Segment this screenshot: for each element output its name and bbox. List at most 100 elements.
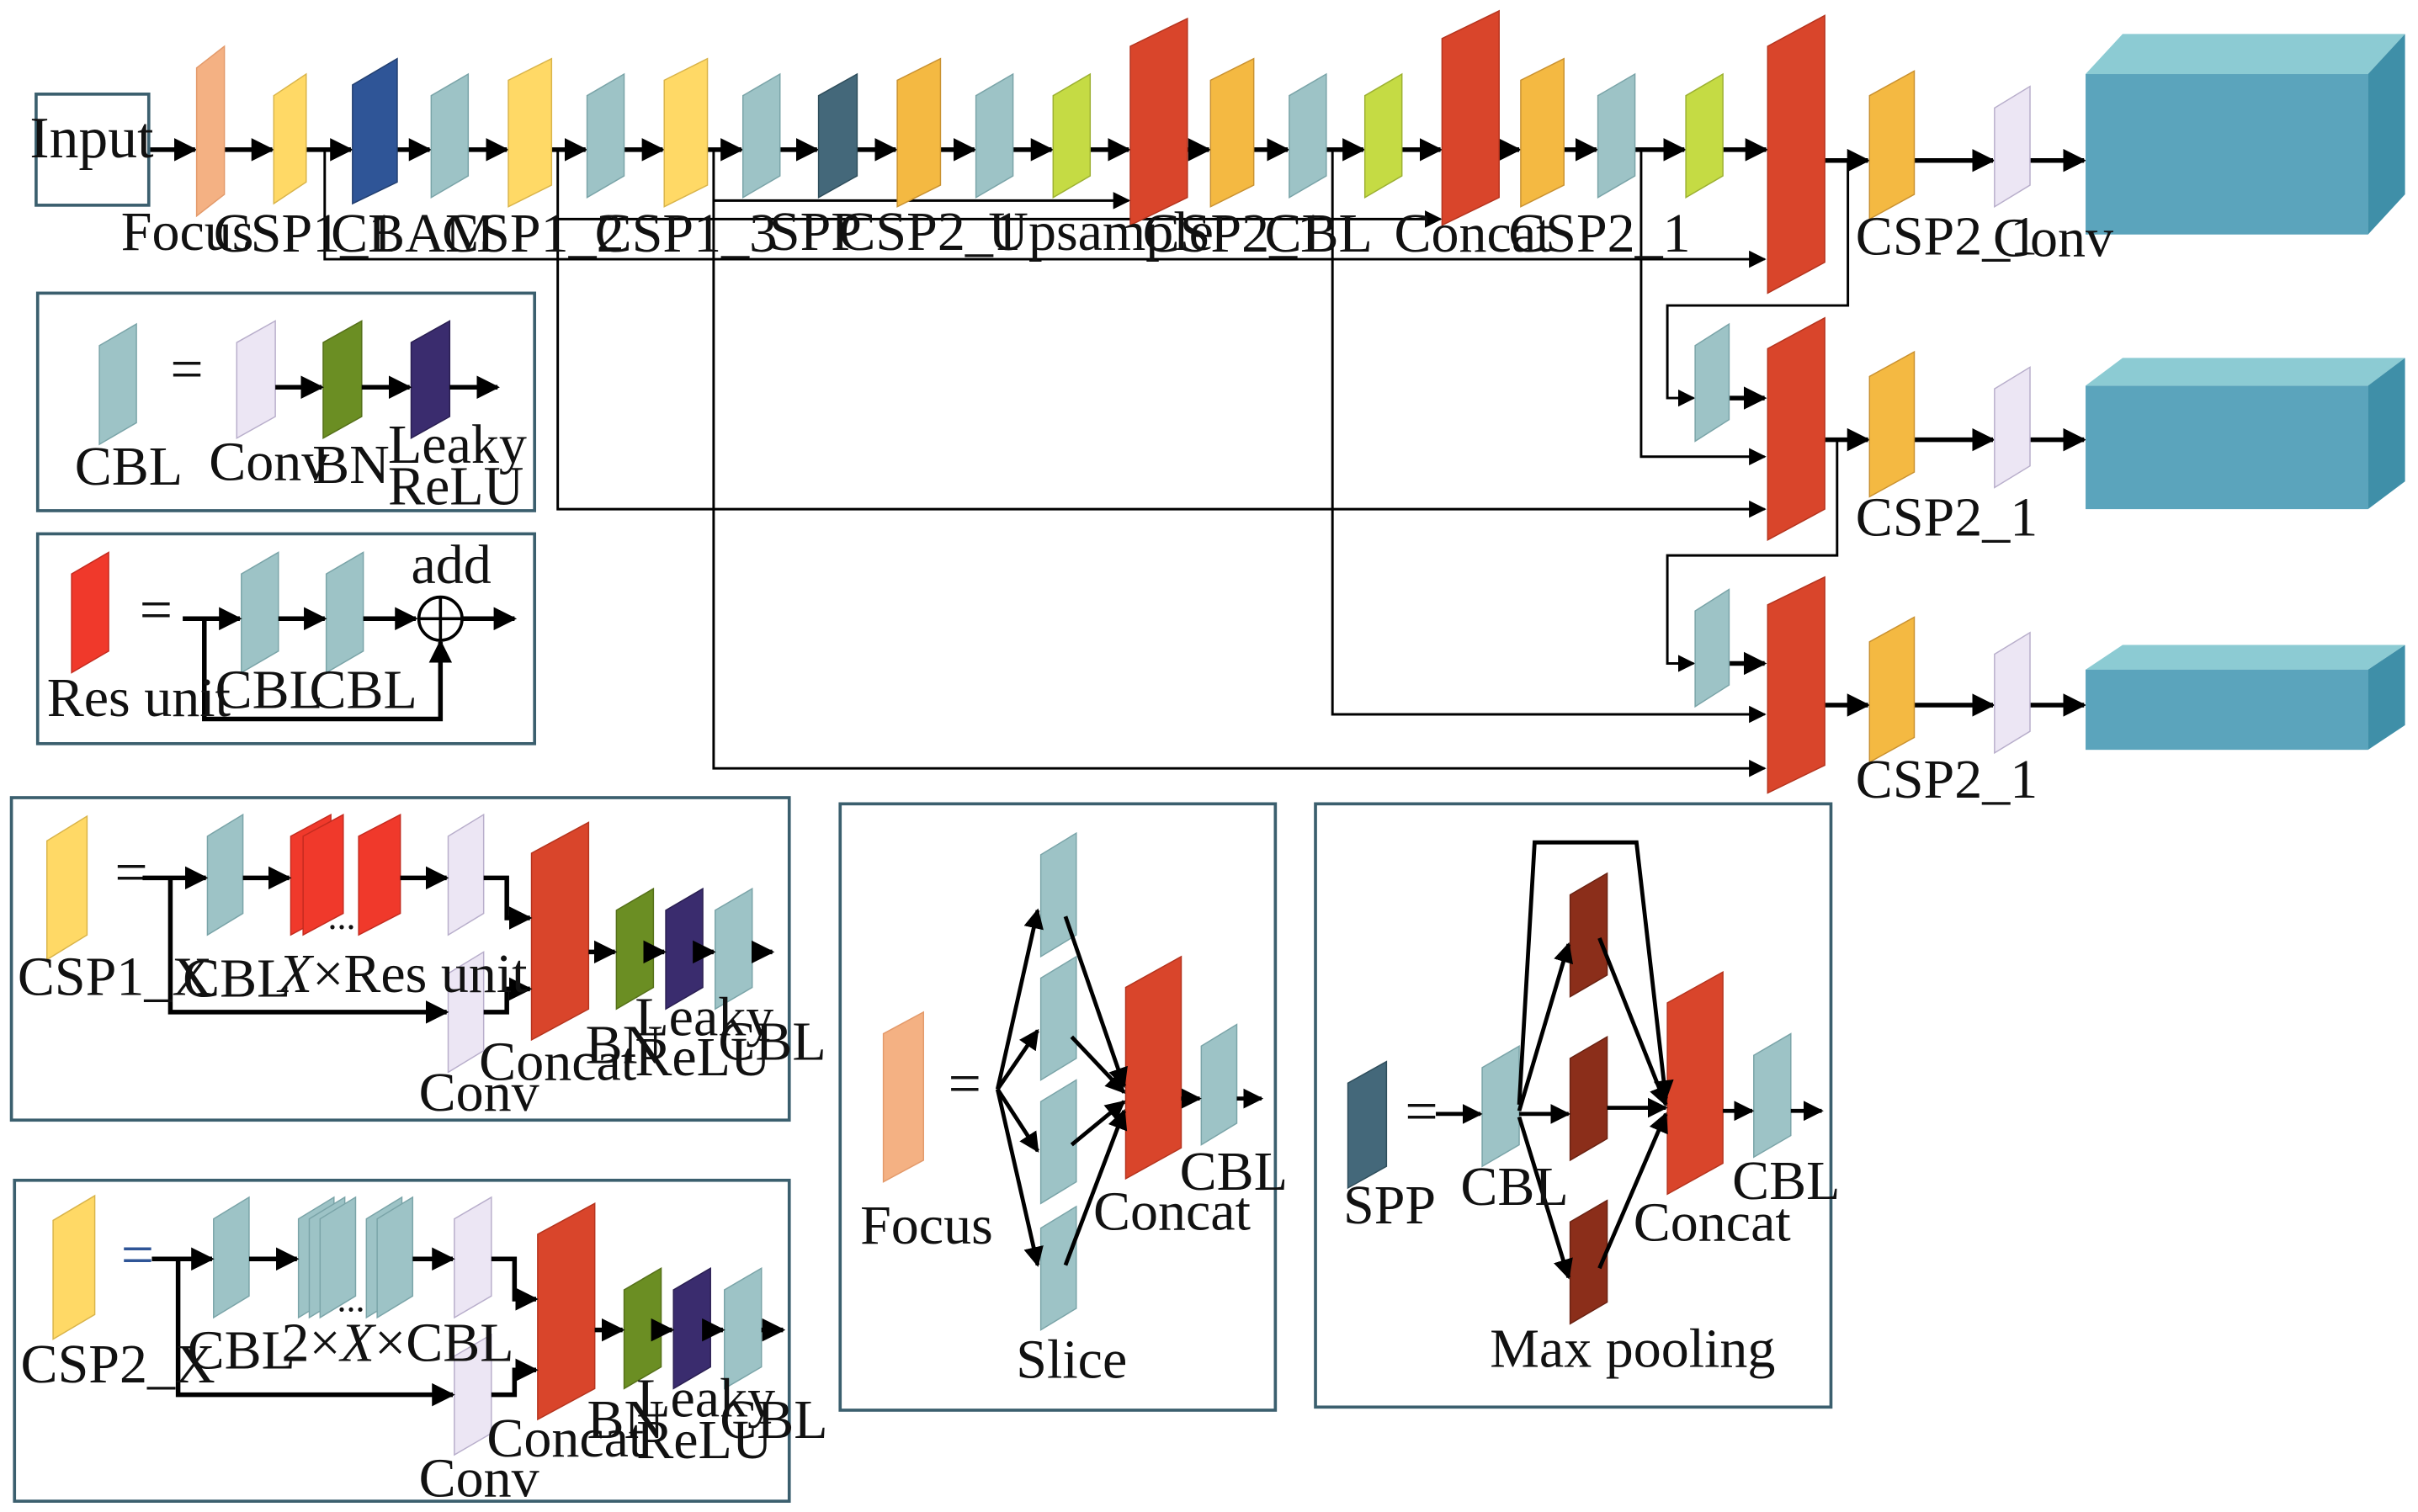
legend-csp1-x: = ... CSP1_X CBL X×Res unit Concat BN Le… [9, 796, 826, 1123]
legend-csp2-bn [623, 1267, 662, 1390]
label-csp2-1-a: CSP2_1 [838, 201, 1020, 263]
legend-focus-cbl-label: CBL [1180, 1141, 1288, 1202]
block-cbl-3 [741, 72, 781, 199]
label-csp2-1-b: CSP2_1 [1143, 203, 1325, 264]
skip-connections [323, 149, 1850, 777]
block-head2-csp [1868, 350, 1916, 498]
legend-csp1-leaky1: Leaky [635, 986, 773, 1048]
label-csp1-3: CSP1_3 [595, 203, 777, 264]
legend-csp1-concat [530, 821, 590, 1042]
legend-csp2-cbl-stack-e [376, 1196, 414, 1319]
legend-spp-maxpool-2 [1569, 1035, 1608, 1162]
legend-csp2-cbl-end-label: CBL [720, 1389, 827, 1451]
legend-csp2-x: = ... CSP2_X CBL 2×X×CBL Concat BN [13, 1178, 828, 1509]
legend-csp2-conv-label: Conv [419, 1448, 539, 1509]
block-upsample-3 [1685, 72, 1724, 199]
legend-csp1-concat-label: Concat [479, 1032, 636, 1093]
legend-csp1-conv-top [447, 813, 485, 936]
legend-csp1-name: CSP1_X [18, 947, 212, 1008]
legend-csp1-cbl-end [714, 887, 753, 1011]
block-cbl-2 [586, 72, 625, 199]
block-head1-conv [1994, 85, 2031, 209]
legend-csp1-block [46, 814, 88, 961]
legend-csp2-cbl-end [723, 1267, 763, 1390]
legend-csp1-conv-bottom [447, 951, 485, 1074]
legend-csp2-eq: = [121, 1223, 154, 1288]
legend-csp1-leaky2: ReLU [635, 1027, 770, 1088]
legend-csp2-leaky1: Leaky [636, 1367, 775, 1429]
legend-csp2-conv-bottom [454, 1333, 492, 1456]
legend-res-cbl2-label: CBL [309, 660, 417, 721]
label-csp1-2: CSP1_2 [442, 203, 624, 264]
legend-focus-concat [1124, 955, 1182, 1180]
legend-csp1-cbl [206, 813, 244, 936]
legend-csp1-conv-label: Conv [419, 1062, 539, 1123]
label-cbl: CBL [1265, 203, 1373, 264]
block-csp2-1-c [1520, 57, 1565, 208]
block-csp2-1-a [896, 57, 942, 208]
legend-csp2-concat-label: Concat [486, 1408, 644, 1469]
legend-csp2-bn-label: BN [587, 1389, 665, 1451]
label-head1-csp: CSP2_1 [1856, 206, 2038, 268]
legend-cbl-conv: Conv [209, 431, 329, 492]
label-csp2-1-c: CSP2_1 [1508, 203, 1690, 264]
legend-res-add-icon [417, 595, 464, 642]
legend-cbl-bn-block [322, 320, 363, 440]
block-upsample-2 [1363, 72, 1403, 199]
main-blocks: Input [29, 9, 2405, 794]
legend-cbl-bn: BN [312, 434, 390, 496]
output-head-2 [2086, 358, 2405, 510]
legend-csp2-conv-top [454, 1196, 492, 1319]
legend-csp1-res-b [302, 813, 344, 936]
legend-spp: = SPP CBL Concat CBL Max pooling [1314, 802, 1840, 1409]
legend-focus-slice-4 [1039, 1205, 1077, 1331]
legend-csp2-leaky [672, 1267, 711, 1390]
legend-spp-cbl-end [1753, 1032, 1792, 1159]
block-cbam [352, 57, 398, 205]
legend-spp-cbl-label: CBL [1460, 1156, 1568, 1218]
main-labels: Focus CSP1_1 CBAM CSP1_2 CSP1_3 SPP CSP2… [121, 201, 2113, 810]
block-csp1-3 [663, 57, 709, 208]
legend-spp-block [1347, 1060, 1388, 1190]
legend-csp1-eq: = [114, 841, 147, 905]
label-head3-csp: CSP2_1 [1856, 749, 2038, 810]
label-spp: SPP [769, 201, 862, 263]
block-csp2-1-b [1209, 57, 1255, 208]
legend-csp2-concat [537, 1202, 596, 1421]
block-head2-cbl [1694, 322, 1730, 443]
legend-focus-block [882, 1011, 925, 1183]
block-concat-2 [1441, 9, 1500, 226]
label-csp1-1: CSP1_1 [214, 203, 396, 264]
legend-cbl: = CBL Conv BN Leaky ReLU [35, 291, 537, 517]
block-head1-concat [1767, 14, 1825, 294]
legend-res-cbl2 [325, 551, 364, 674]
label-focus: Focus [121, 201, 254, 263]
block-focus [195, 45, 226, 218]
legend-spp-cbl-end-label: CBL [1732, 1150, 1840, 1212]
legend-focus-label: Focus [860, 1195, 993, 1256]
legend-cbl-leaky2: ReLU [388, 456, 523, 517]
legend-csp1-bn-label: BN [586, 1014, 663, 1075]
output-head-3 [2086, 645, 2405, 751]
legend-focus-slice-3 [1039, 1079, 1077, 1205]
block-csp1-1 [273, 72, 307, 205]
block-spp [817, 72, 858, 199]
legend-spp-concat-label: Concat [1634, 1191, 1791, 1253]
block-head3-conv [1994, 631, 2031, 755]
legend-csp1-bn [615, 887, 655, 1011]
legend-cbl-eq: = [170, 337, 203, 402]
block-csp1-2 [508, 57, 553, 208]
legend-res-block [71, 551, 109, 674]
legend-csp1-xres: X×Res unit [276, 943, 528, 1005]
legend-cbl-leaky1: Leaky [388, 414, 527, 475]
block-cbl-6 [1597, 72, 1636, 199]
legend-res-label: Res unit [47, 667, 231, 729]
block-upsample [1052, 72, 1092, 199]
block-head3-concat [1767, 576, 1825, 794]
legend-csp1-cbl-label: CBL [183, 948, 290, 1010]
legend-res-unit: = add Res unit CBL CBL [35, 532, 537, 745]
block-head2-concat [1767, 316, 1825, 542]
block-cbl-5 [1289, 72, 1327, 199]
block-concat-1 [1129, 17, 1188, 226]
